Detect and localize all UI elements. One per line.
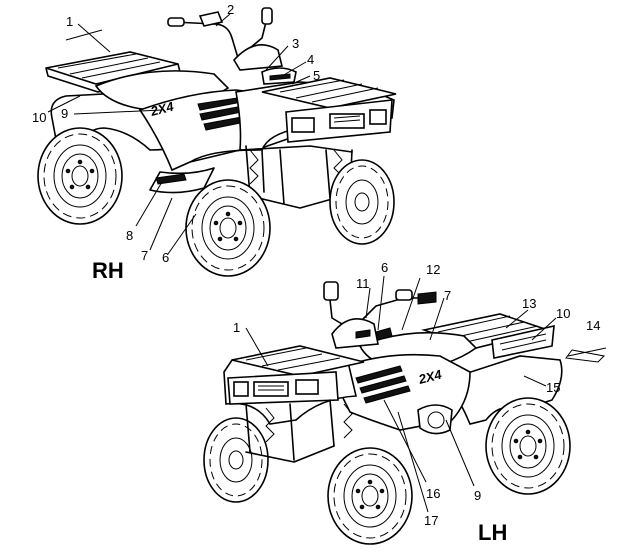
- view-label-lh: LH: [478, 520, 507, 545]
- callout-rh-9: 9: [61, 106, 68, 121]
- callout-lh-16: 16: [426, 486, 440, 501]
- callout-lh-1: 1: [233, 320, 240, 335]
- callout-lh-13: 13: [522, 296, 536, 311]
- atv-rh-view: 2X4: [37, 7, 397, 277]
- callout-rh-5: 5: [313, 68, 320, 83]
- callout-lh-15: 15: [546, 380, 560, 395]
- svg-text:2X4: 2X4: [148, 99, 176, 120]
- callout-rh-3: 3: [292, 36, 299, 51]
- view-label-rh: RH: [92, 258, 124, 283]
- callout-lh-11: 11: [356, 276, 370, 291]
- callout-labels-lh: 1 6 7 9 10 11 12 13 14 15 16 17 LH: [233, 260, 600, 545]
- callout-lh-7: 7: [444, 288, 451, 303]
- callout-lh-12: 12: [426, 262, 440, 277]
- callout-rh-1: 1: [66, 14, 73, 29]
- callout-rh-10: 10: [32, 110, 46, 125]
- atv-lh-view: 2X4: [203, 281, 571, 545]
- svg-text:2X4: 2X4: [416, 367, 444, 388]
- callout-rh-6: 6: [162, 250, 169, 265]
- callout-rh-2: 2: [227, 2, 234, 17]
- callout-lh-17: 17: [424, 513, 438, 528]
- callout-lh-14: 14: [586, 318, 600, 333]
- callout-rh-4: 4: [307, 52, 314, 67]
- callout-labels-rh: 1 2 3 4 5 6 7 8 9 10 RH: [32, 2, 320, 283]
- callout-lh-9: 9: [474, 488, 481, 503]
- leader-lines-lh: [245, 275, 607, 513]
- callout-rh-7: 7: [141, 248, 148, 263]
- callout-rh-8: 8: [126, 228, 133, 243]
- callout-lh-10: 10: [556, 306, 570, 321]
- leader-lines-rh: [47, 13, 311, 255]
- callout-lh-6: 6: [381, 260, 388, 275]
